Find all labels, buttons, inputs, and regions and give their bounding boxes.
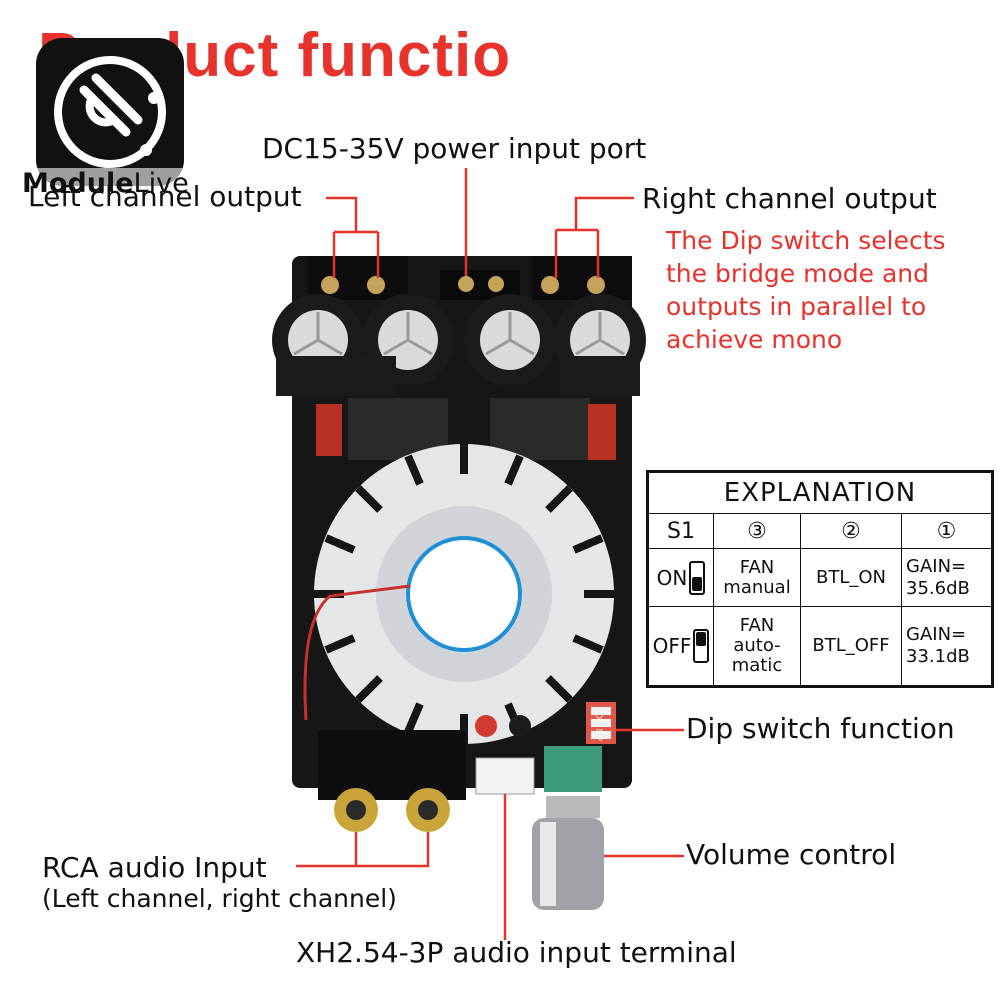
left-output-label: Left channel output <box>28 180 302 213</box>
rca-label: RCA audio Input <box>42 851 267 884</box>
table-title: EXPLANATION <box>648 472 992 514</box>
gain-line: GAIN= <box>906 555 967 577</box>
table-header: ② <box>800 513 902 549</box>
gain-line: GAIN= <box>906 624 967 646</box>
left-terminal-block <box>308 256 408 300</box>
note-line: The Dip switch selects <box>666 226 946 255</box>
table-row: OFF FAN auto- matic BTL_OFF GAIN= 33.1dB <box>648 606 992 686</box>
note-line: achieve mono <box>666 325 843 354</box>
rca-block <box>318 730 466 800</box>
rca-sublabel: (Left channel, right channel) <box>42 884 397 913</box>
fan-line: FAN <box>739 556 775 578</box>
pot-body <box>544 746 602 792</box>
rca-jack-left <box>334 788 378 832</box>
rca-jack-right <box>406 788 450 832</box>
note-line: the bridge mode and <box>666 259 930 288</box>
plug-icon <box>54 56 166 168</box>
capacitor-3 <box>464 294 556 386</box>
dip-note: The Dip switch selects the bridge mode a… <box>666 224 996 356</box>
fan-line: matic <box>731 655 783 677</box>
table-header: ③ <box>713 513 801 549</box>
heatsink <box>314 444 614 744</box>
fan-cell: FAN manual <box>713 547 801 608</box>
brand-text: Module <box>22 168 134 199</box>
note-line: outputs in parallel to <box>666 292 927 321</box>
brand-suffix: Live <box>133 168 189 199</box>
dip-function-label: Dip switch function <box>686 712 955 745</box>
gain-line: 33.1dB <box>906 646 970 668</box>
gain-cell: GAIN= 33.1dB <box>901 606 992 686</box>
dc-power-label: DC15-35V power input port <box>262 132 647 165</box>
fan-line: auto- <box>733 635 781 657</box>
brand-logo <box>36 38 184 186</box>
switch-on-icon <box>689 560 706 595</box>
gain-cell: GAIN= 35.6dB <box>901 547 992 608</box>
btl-cell: BTL_ON <box>800 547 902 608</box>
state-label: OFF <box>652 634 692 659</box>
state-label: ON <box>656 565 688 590</box>
volume-label: Volume control <box>686 838 897 871</box>
fan-line: manual <box>723 576 791 598</box>
switch-off-icon <box>693 629 710 664</box>
xh-terminal-label: XH2.54-3P audio input terminal <box>296 936 737 969</box>
right-output-label: Right channel output <box>642 182 937 215</box>
btl-cell: BTL_OFF <box>800 606 902 686</box>
gain-line: 35.6dB <box>906 577 970 599</box>
table-header: S1 <box>648 513 714 549</box>
xh-connector <box>475 757 535 795</box>
dip-silk: ON DP <box>593 712 603 742</box>
table-row: ON FAN manual BTL_ON GAIN= 35.6dB <box>648 547 992 608</box>
fan-line: FAN <box>739 615 775 637</box>
explanation-table: EXPLANATION S1 ③ ② ① ON FAN manual BTL_O… <box>646 470 994 688</box>
table-header: ① <box>901 513 992 549</box>
state-cell: ON <box>648 547 714 608</box>
brand-name: ModuleLive <box>22 168 189 199</box>
state-cell: OFF <box>648 606 714 686</box>
fan-cell: FAN auto- matic <box>713 606 801 686</box>
